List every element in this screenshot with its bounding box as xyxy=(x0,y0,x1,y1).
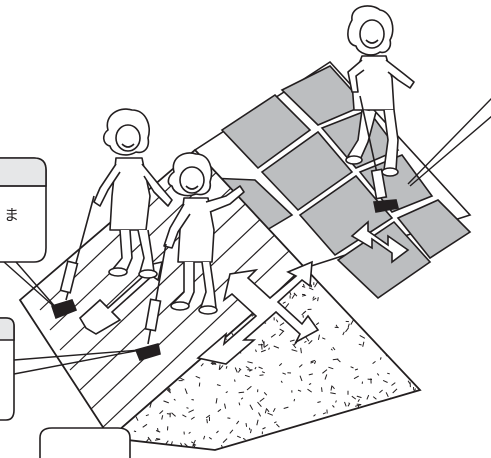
callout-top-left-text: ま xyxy=(4,208,19,223)
callout-mid-left xyxy=(0,318,14,420)
callout-bottom xyxy=(40,428,130,458)
